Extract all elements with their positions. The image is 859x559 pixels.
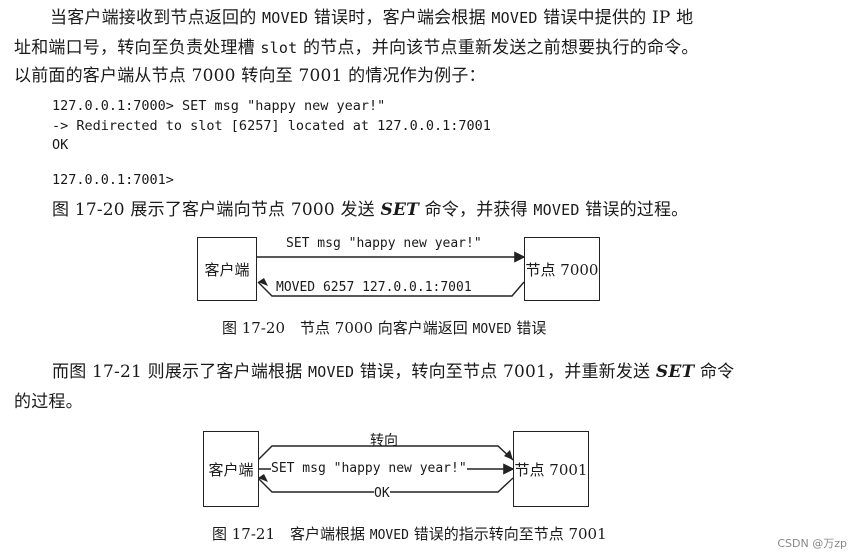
paragraph-intro-line2: 址和端口号，转向至负责处理槽 slot 的节点，并向该节点重新发送之前想要执行的… bbox=[14, 36, 834, 61]
code-moved: MOVED bbox=[369, 528, 409, 543]
paragraph-intro: 当客户端接收到节点返回的 MOVED 错误时，客户端会根据 MOVED 错误中提… bbox=[14, 6, 834, 31]
paragraph-figure2-intro: 而图 17-21 则展示了客户端根据 MOVED 错误，转向至节点 7001，并… bbox=[52, 360, 832, 385]
arrow-redirect bbox=[257, 445, 514, 461]
ok-label: OK bbox=[374, 486, 390, 501]
client-box: 客户端 bbox=[197, 237, 257, 301]
figure2-caption: 图 17-21 客户端根据 MOVED 错误的指示转向至节点 7001 bbox=[212, 524, 607, 546]
text: 图 17-20 展示了客户端向节点 7000 发送 bbox=[52, 200, 381, 220]
resend-label: SET msg "happy new year!" bbox=[271, 461, 467, 476]
text: 错误的过程。 bbox=[579, 200, 689, 220]
client-label: 客户端 bbox=[204, 260, 250, 279]
paragraph-figure2-intro-line2: 的过程。 bbox=[14, 392, 83, 412]
text: 错误时，客户端会根据 bbox=[308, 8, 492, 28]
node-label: 节点 7001 bbox=[514, 460, 588, 479]
code-moved: MOVED bbox=[262, 9, 309, 27]
watermark: CSDN @万zp bbox=[777, 537, 847, 550]
text: 错误，转向至节点 7001，并重新发送 bbox=[354, 362, 656, 382]
text: 图 17-20 节点 7000 向客户端返回 bbox=[222, 319, 473, 337]
arrow-moved-response bbox=[257, 281, 525, 297]
text: 址和端口号，转向至负责处理槽 bbox=[14, 38, 261, 58]
code-moved: MOVED bbox=[491, 9, 538, 27]
arrow-head bbox=[258, 474, 268, 482]
moved-label: MOVED 6257 127.0.0.1:7001 bbox=[276, 280, 472, 295]
text: 当客户端接收到节点返回的 bbox=[50, 8, 263, 28]
text: 错误 bbox=[511, 319, 547, 337]
code-line-4: 127.0.0.1:7001> bbox=[52, 172, 174, 188]
figure1-caption: 图 17-20 节点 7000 向客户端返回 MOVED 错误 bbox=[222, 318, 546, 340]
client-label: 客户端 bbox=[208, 460, 254, 479]
code-slot: slot bbox=[260, 39, 298, 57]
text: 错误中提供的 IP 地 bbox=[537, 8, 694, 28]
code-moved: MOVED bbox=[533, 201, 580, 219]
arrow-head bbox=[504, 450, 513, 460]
client-box: 客户端 bbox=[203, 431, 259, 507]
text: 命令 bbox=[694, 362, 735, 382]
text: 图 17-21 客户端根据 bbox=[212, 525, 370, 543]
code-moved: MOVED bbox=[308, 363, 355, 381]
node-7001-box: 节点 7001 bbox=[513, 431, 589, 507]
code-line-1: 127.0.0.1:7000> SET msg "happy new year!… bbox=[52, 98, 386, 114]
code-line-2: -> Redirected to slot [6257] located at … bbox=[52, 118, 491, 134]
code-line-3: OK bbox=[52, 137, 69, 153]
paragraph-figure1-intro: 图 17-20 展示了客户端向节点 7000 发送 SET 命令，并获得 MOV… bbox=[52, 198, 859, 223]
text: 而图 17-21 则展示了客户端根据 bbox=[52, 362, 309, 382]
redirect-label: 转向 bbox=[370, 433, 398, 449]
command-set: SET bbox=[655, 362, 695, 382]
paragraph-intro-line3: 以前面的客户端从节点 7000 转向至 7001 的情况作为例子： bbox=[14, 66, 486, 86]
node-label: 节点 7000 bbox=[525, 260, 599, 279]
command-set: SET bbox=[380, 200, 419, 220]
text: 错误的指示转向至节点 7001 bbox=[408, 525, 607, 543]
node-7000-box: 节点 7000 bbox=[524, 237, 600, 301]
request-label: SET msg "happy new year!" bbox=[286, 236, 482, 251]
text: 命令，并获得 bbox=[419, 200, 534, 220]
code-moved: MOVED bbox=[472, 322, 512, 337]
arrow-head bbox=[258, 278, 268, 286]
text: 的节点，并向该节点重新发送之前想要执行的命令。 bbox=[297, 38, 699, 58]
